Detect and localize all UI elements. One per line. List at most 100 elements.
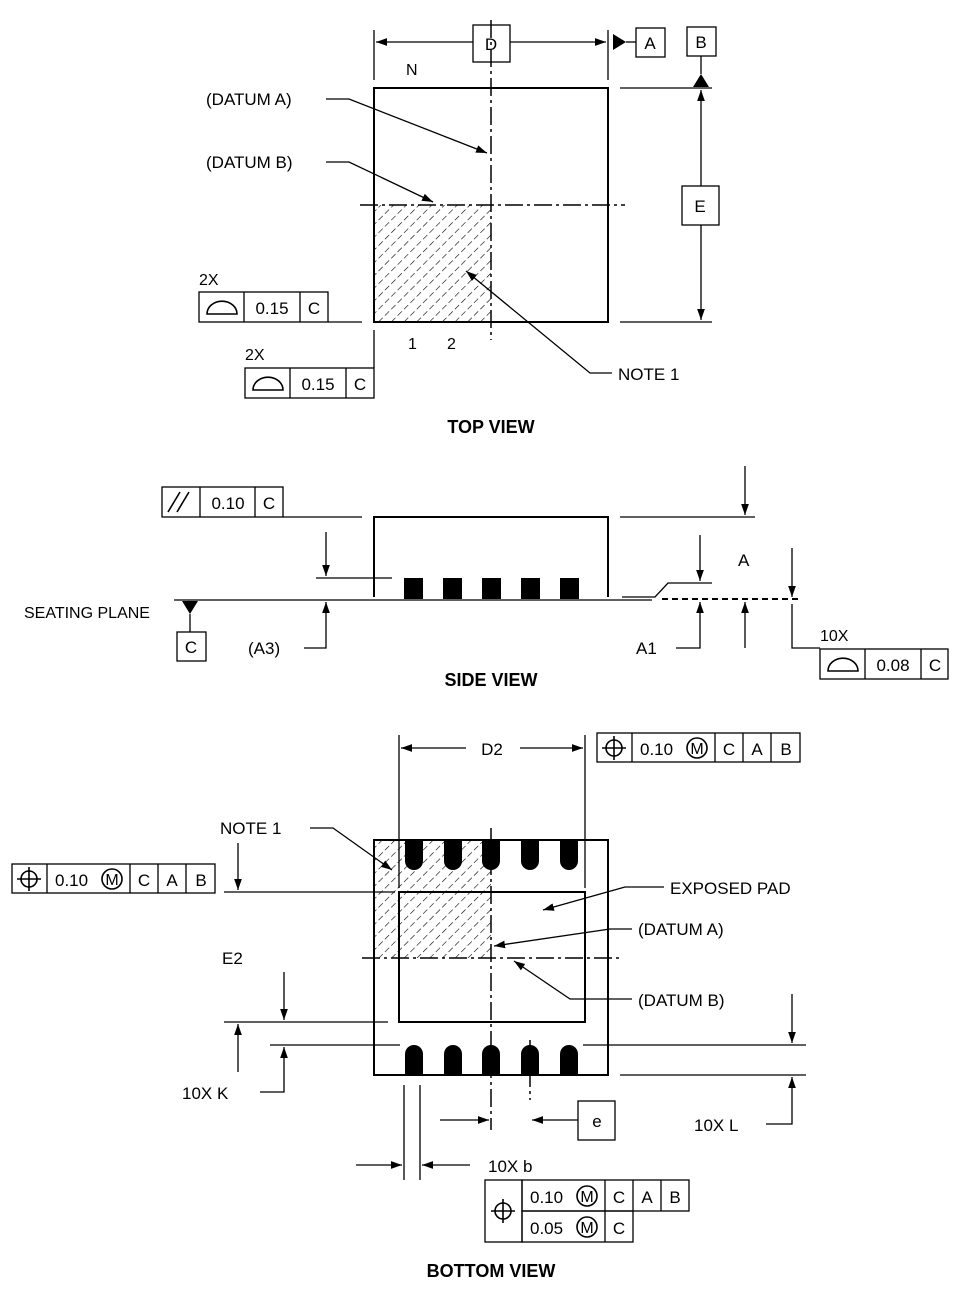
pad bbox=[521, 1060, 539, 1075]
fcf-upper-value: 0.15 bbox=[255, 299, 288, 318]
position-icon bbox=[17, 867, 41, 891]
mmc-circle bbox=[101, 868, 123, 890]
d2-label: D2 bbox=[481, 740, 503, 759]
fcf-upper-count: 2X bbox=[199, 272, 219, 289]
pin-1-label: 1 bbox=[408, 336, 417, 353]
e2-label: E2 bbox=[222, 949, 243, 968]
b-label: 10X b bbox=[488, 1157, 532, 1176]
side-lead bbox=[482, 578, 501, 599]
datum-triangle-icon bbox=[182, 601, 198, 614]
fcf-b-composite: 0.10 M C A B 0.05 M C bbox=[484, 1179, 690, 1243]
datum-triangle-icon bbox=[693, 74, 709, 87]
pin1-hatch-area bbox=[374, 205, 491, 322]
fcf-d2-mmc: M bbox=[690, 741, 703, 758]
fcf-upper: 0.15 C bbox=[198, 291, 329, 323]
mmc-circle bbox=[576, 1216, 598, 1238]
bottom-pad-row bbox=[405, 1045, 578, 1075]
datum-b-leader-line bbox=[326, 161, 434, 203]
a1-arrow-bottom bbox=[676, 602, 704, 649]
fcf-d2-datum-3: B bbox=[780, 740, 791, 759]
note-1-label: NOTE 1 bbox=[618, 365, 679, 384]
fcf-b-upper-datum-1: C bbox=[613, 1188, 625, 1207]
mmc-circle bbox=[576, 1185, 598, 1207]
dim-d-box bbox=[472, 24, 511, 63]
bottom-view-title: BOTTOM VIEW bbox=[427, 1261, 556, 1281]
a-label: A bbox=[738, 551, 750, 570]
profile-surface-icon bbox=[827, 657, 859, 672]
datum-triangle-icon bbox=[613, 34, 626, 50]
fcf-profile: 0.08 C bbox=[819, 648, 949, 680]
pad bbox=[405, 840, 423, 855]
datum-a-box bbox=[635, 27, 666, 58]
seating-plane-label: SEATING PLANE bbox=[24, 605, 150, 622]
exposed-pad bbox=[398, 891, 586, 1023]
fcf-profile-datum: C bbox=[929, 656, 941, 675]
fcf-profile-value: 0.08 bbox=[876, 656, 909, 675]
a3-label: (A3) bbox=[248, 639, 280, 658]
fcf-lower-datum: C bbox=[354, 375, 366, 394]
fcf-d2: 0.10 M C A B bbox=[596, 732, 801, 763]
fcf-lower-value: 0.15 bbox=[301, 375, 334, 394]
fcf-e2-mmc: M bbox=[105, 872, 118, 889]
pad bbox=[444, 840, 462, 855]
fcf-upper-datum: C bbox=[308, 299, 320, 318]
pad bbox=[560, 1060, 578, 1075]
fcf-e2-datum-2: A bbox=[166, 871, 178, 890]
side-view: 0.10 C SEATING PLANE C (A3) A A1 10X bbox=[24, 466, 949, 690]
dim-d-label: D bbox=[485, 35, 497, 54]
datum-c-box bbox=[176, 631, 207, 662]
bottom-datum-a-label: (DATUM A) bbox=[638, 920, 724, 939]
pad bbox=[444, 1060, 462, 1075]
position-icon bbox=[602, 736, 626, 760]
bottom-datum-b-label: (DATUM B) bbox=[638, 991, 725, 1010]
datum-a-box-label: A bbox=[644, 34, 656, 53]
datum-c-box-label: C bbox=[185, 638, 197, 657]
bottom-datum-b-leader bbox=[513, 960, 632, 1000]
top-view: D A B E N 1 2 (DATUM A) (DATUM B) NOTE 1… bbox=[198, 20, 720, 437]
dim-e-box bbox=[681, 185, 720, 226]
l-arrow-bottom bbox=[766, 1077, 796, 1125]
fcf-profile-count: 10X bbox=[820, 628, 849, 645]
side-lead bbox=[521, 578, 540, 599]
exposed-pad-leader bbox=[542, 886, 664, 911]
e-box-label: e bbox=[592, 1112, 601, 1131]
fcf-b-upper-mmc: M bbox=[580, 1189, 593, 1206]
pin-2-label: 2 bbox=[447, 336, 456, 353]
bottom-note-1-leader bbox=[310, 827, 393, 871]
fcf-b-upper-value: 0.10 bbox=[530, 1188, 563, 1207]
bottom-pin1-hatch-area bbox=[374, 840, 491, 958]
pad bbox=[560, 840, 578, 855]
profile-surface-icon bbox=[252, 376, 284, 391]
fcf-e2-datum-3: B bbox=[195, 871, 206, 890]
top-view-title: TOP VIEW bbox=[447, 417, 534, 437]
dim-e-label: E bbox=[694, 197, 705, 216]
k-label: 10X K bbox=[182, 1084, 229, 1103]
l-label: 10X L bbox=[694, 1116, 738, 1135]
fcf-e2-datum-1: C bbox=[138, 871, 150, 890]
fcf-b-upper-datum-3: B bbox=[669, 1188, 680, 1207]
fcf-lower-count: 2X bbox=[245, 347, 265, 364]
a1-label: A1 bbox=[636, 639, 657, 658]
fcf-d2-datum-2: A bbox=[751, 740, 763, 759]
fcf-d2-value: 0.10 bbox=[640, 740, 673, 759]
position-icon bbox=[491, 1199, 515, 1223]
fcf-b-lower-datum-1: C bbox=[613, 1219, 625, 1238]
parallelism-icon bbox=[167, 491, 190, 513]
bottom-note-1-label: NOTE 1 bbox=[220, 819, 281, 838]
fcf-e2: 0.10 M C A B bbox=[11, 863, 216, 894]
profile-surface-icon bbox=[206, 300, 238, 315]
side-package-body bbox=[373, 516, 609, 597]
e-box bbox=[577, 1100, 616, 1141]
fcf-parallel: 0.10 C bbox=[161, 486, 284, 518]
n-label: N bbox=[406, 62, 418, 79]
fcf-lower: 0.15 C bbox=[244, 367, 375, 399]
datum-b-label: (DATUM B) bbox=[206, 153, 293, 172]
fcf-d2-datum-1: C bbox=[723, 740, 735, 759]
pad bbox=[482, 840, 500, 855]
pad bbox=[521, 840, 539, 855]
pad bbox=[405, 1060, 423, 1075]
a3-arrow-bottom bbox=[304, 602, 330, 649]
a1-lead-profile bbox=[622, 582, 712, 598]
side-lead bbox=[443, 578, 462, 599]
